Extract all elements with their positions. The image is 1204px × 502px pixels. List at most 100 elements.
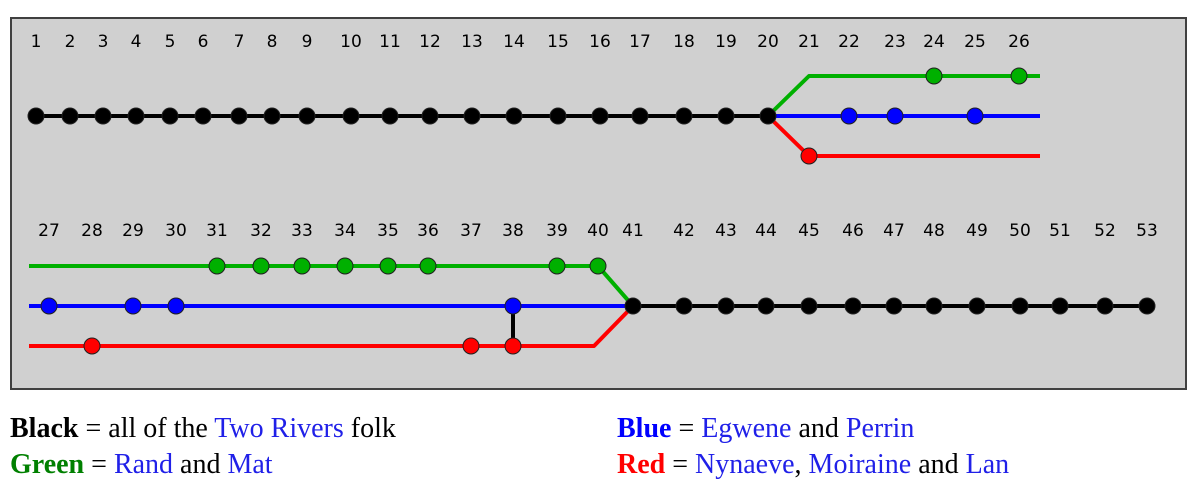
station-number-2: 2 [65, 32, 76, 52]
stop-black-17 [631, 107, 649, 125]
station-number-7: 7 [234, 32, 245, 52]
station-number-17: 17 [629, 32, 651, 52]
station-number-50: 50 [1009, 221, 1031, 241]
stop-black-47 [885, 297, 903, 315]
station-number-42: 42 [673, 221, 695, 241]
station-number-48: 48 [923, 221, 945, 241]
station-number-35: 35 [377, 221, 399, 241]
station-number-11: 11 [379, 32, 401, 52]
station-number-44: 44 [755, 221, 777, 241]
station-number-52: 52 [1094, 221, 1116, 241]
stop-red-28 [83, 337, 101, 355]
stop-black-49 [968, 297, 986, 315]
station-number-19: 19 [715, 32, 737, 52]
legend-red-eq: = [665, 449, 696, 480]
station-number-26: 26 [1008, 32, 1030, 52]
stop-black-20 [759, 107, 777, 125]
legend-black-eq: = [78, 413, 109, 444]
legend-black-name1: Two Rivers [214, 413, 344, 444]
legend-green-label: Green [10, 449, 85, 480]
station-number-32: 32 [250, 221, 272, 241]
station-number-10: 10 [340, 32, 362, 52]
stop-red-21 [800, 147, 818, 165]
station-number-49: 49 [966, 221, 988, 241]
stop-black-46 [844, 297, 862, 315]
station-number-34: 34 [334, 221, 356, 241]
legend-blue-name1: Egwene [701, 413, 792, 444]
stop-black-50 [1011, 297, 1029, 315]
station-number-21: 21 [798, 32, 820, 52]
stop-red-38 [504, 337, 522, 355]
station-number-14: 14 [503, 32, 525, 52]
stop-blue-29 [124, 297, 142, 315]
stop-green-36 [419, 257, 437, 275]
stop-black-51 [1051, 297, 1069, 315]
station-number-6: 6 [198, 32, 209, 52]
station-number-36: 36 [417, 221, 439, 241]
station-number-39: 39 [546, 221, 568, 241]
station-number-51: 51 [1049, 221, 1071, 241]
legend-blue-label: Blue [617, 413, 672, 444]
stop-black-18 [675, 107, 693, 125]
legend-red-name3: Lan [965, 449, 1010, 480]
row2-green-line [29, 264, 635, 308]
stop-green-35 [379, 257, 397, 275]
station-number-16: 16 [589, 32, 611, 52]
station-number-29: 29 [122, 221, 144, 241]
stop-green-32 [252, 257, 270, 275]
stop-black-16 [591, 107, 609, 125]
station-number-1: 1 [31, 32, 42, 52]
station-number-8: 8 [267, 32, 278, 52]
stop-blue-23 [886, 107, 904, 125]
stop-black-45 [800, 297, 818, 315]
station-number-53: 53 [1136, 221, 1158, 241]
station-number-22: 22 [838, 32, 860, 52]
stop-black-52 [1096, 297, 1114, 315]
stop-black-43 [717, 297, 735, 315]
station-number-41: 41 [622, 221, 644, 241]
station-number-12: 12 [419, 32, 441, 52]
legend-green-eq: = [84, 449, 114, 480]
stop-black-11 [381, 107, 399, 125]
legend-green: Green = Rand and Mat [10, 447, 273, 483]
stop-green-39 [548, 257, 566, 275]
legend-red-label: Red [617, 449, 666, 480]
stop-black-8 [263, 107, 281, 125]
stop-green-33 [293, 257, 311, 275]
row2-red-line [29, 304, 635, 348]
station-number-40: 40 [587, 221, 609, 241]
stop-green-24 [925, 67, 943, 85]
stop-black-15 [549, 107, 567, 125]
station-number-45: 45 [798, 221, 820, 241]
legend-black: Black = all of the Two Rivers folk [10, 411, 396, 447]
stop-black-42 [675, 297, 693, 315]
station-number-33: 33 [291, 221, 313, 241]
station-number-23: 23 [884, 32, 906, 52]
legend-red-comma: , [794, 449, 809, 480]
station-number-15: 15 [547, 32, 569, 52]
stop-black-53 [1138, 297, 1156, 315]
station-number-3: 3 [98, 32, 109, 52]
station-number-24: 24 [923, 32, 945, 52]
station-number-18: 18 [673, 32, 695, 52]
station-number-28: 28 [81, 221, 103, 241]
stop-blue-30 [167, 297, 185, 315]
legend-red-name2: Moiraine [808, 449, 912, 480]
stop-black-41 [624, 297, 642, 315]
station-number-30: 30 [165, 221, 187, 241]
stop-black-3 [94, 107, 112, 125]
legend-green-name1: Rand [113, 449, 174, 480]
legend-red-and: and [911, 449, 966, 480]
station-number-13: 13 [461, 32, 483, 52]
station-number-38: 38 [502, 221, 524, 241]
legend-blue-eq: = [671, 413, 702, 444]
stop-black-1 [27, 107, 45, 125]
stop-blue-22 [840, 107, 858, 125]
stop-green-26 [1010, 67, 1028, 85]
legend-blue-and: and [791, 413, 846, 444]
station-number-31: 31 [206, 221, 228, 241]
legend-red-name1: Nynaeve [695, 449, 795, 480]
legend-black-label: Black [10, 413, 79, 444]
stop-black-6 [194, 107, 212, 125]
